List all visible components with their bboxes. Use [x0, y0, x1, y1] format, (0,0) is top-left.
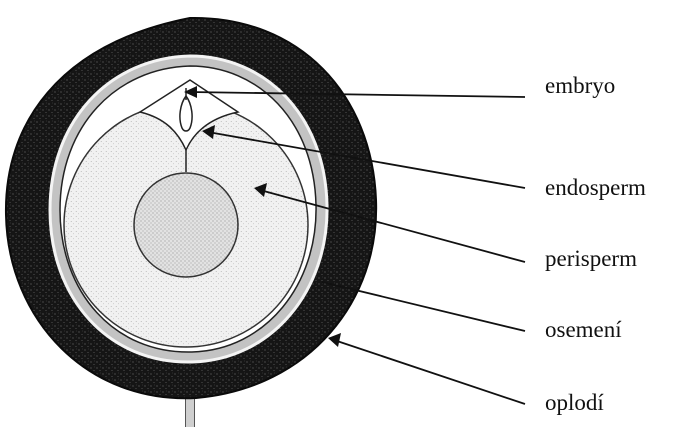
leader-line-oplodi	[334, 340, 525, 404]
label-embryo: embryo	[545, 73, 615, 99]
label-osemeni: osemení	[545, 317, 622, 343]
label-perisperm: perisperm	[545, 246, 637, 272]
central-sphere	[134, 173, 238, 277]
stalk-fill	[186, 396, 194, 427]
arrowhead-oplodi	[328, 333, 341, 347]
label-endosperm: endosperm	[545, 175, 646, 201]
label-oplodi: oplodí	[545, 390, 604, 416]
leader-line-osemeni	[322, 282, 525, 331]
